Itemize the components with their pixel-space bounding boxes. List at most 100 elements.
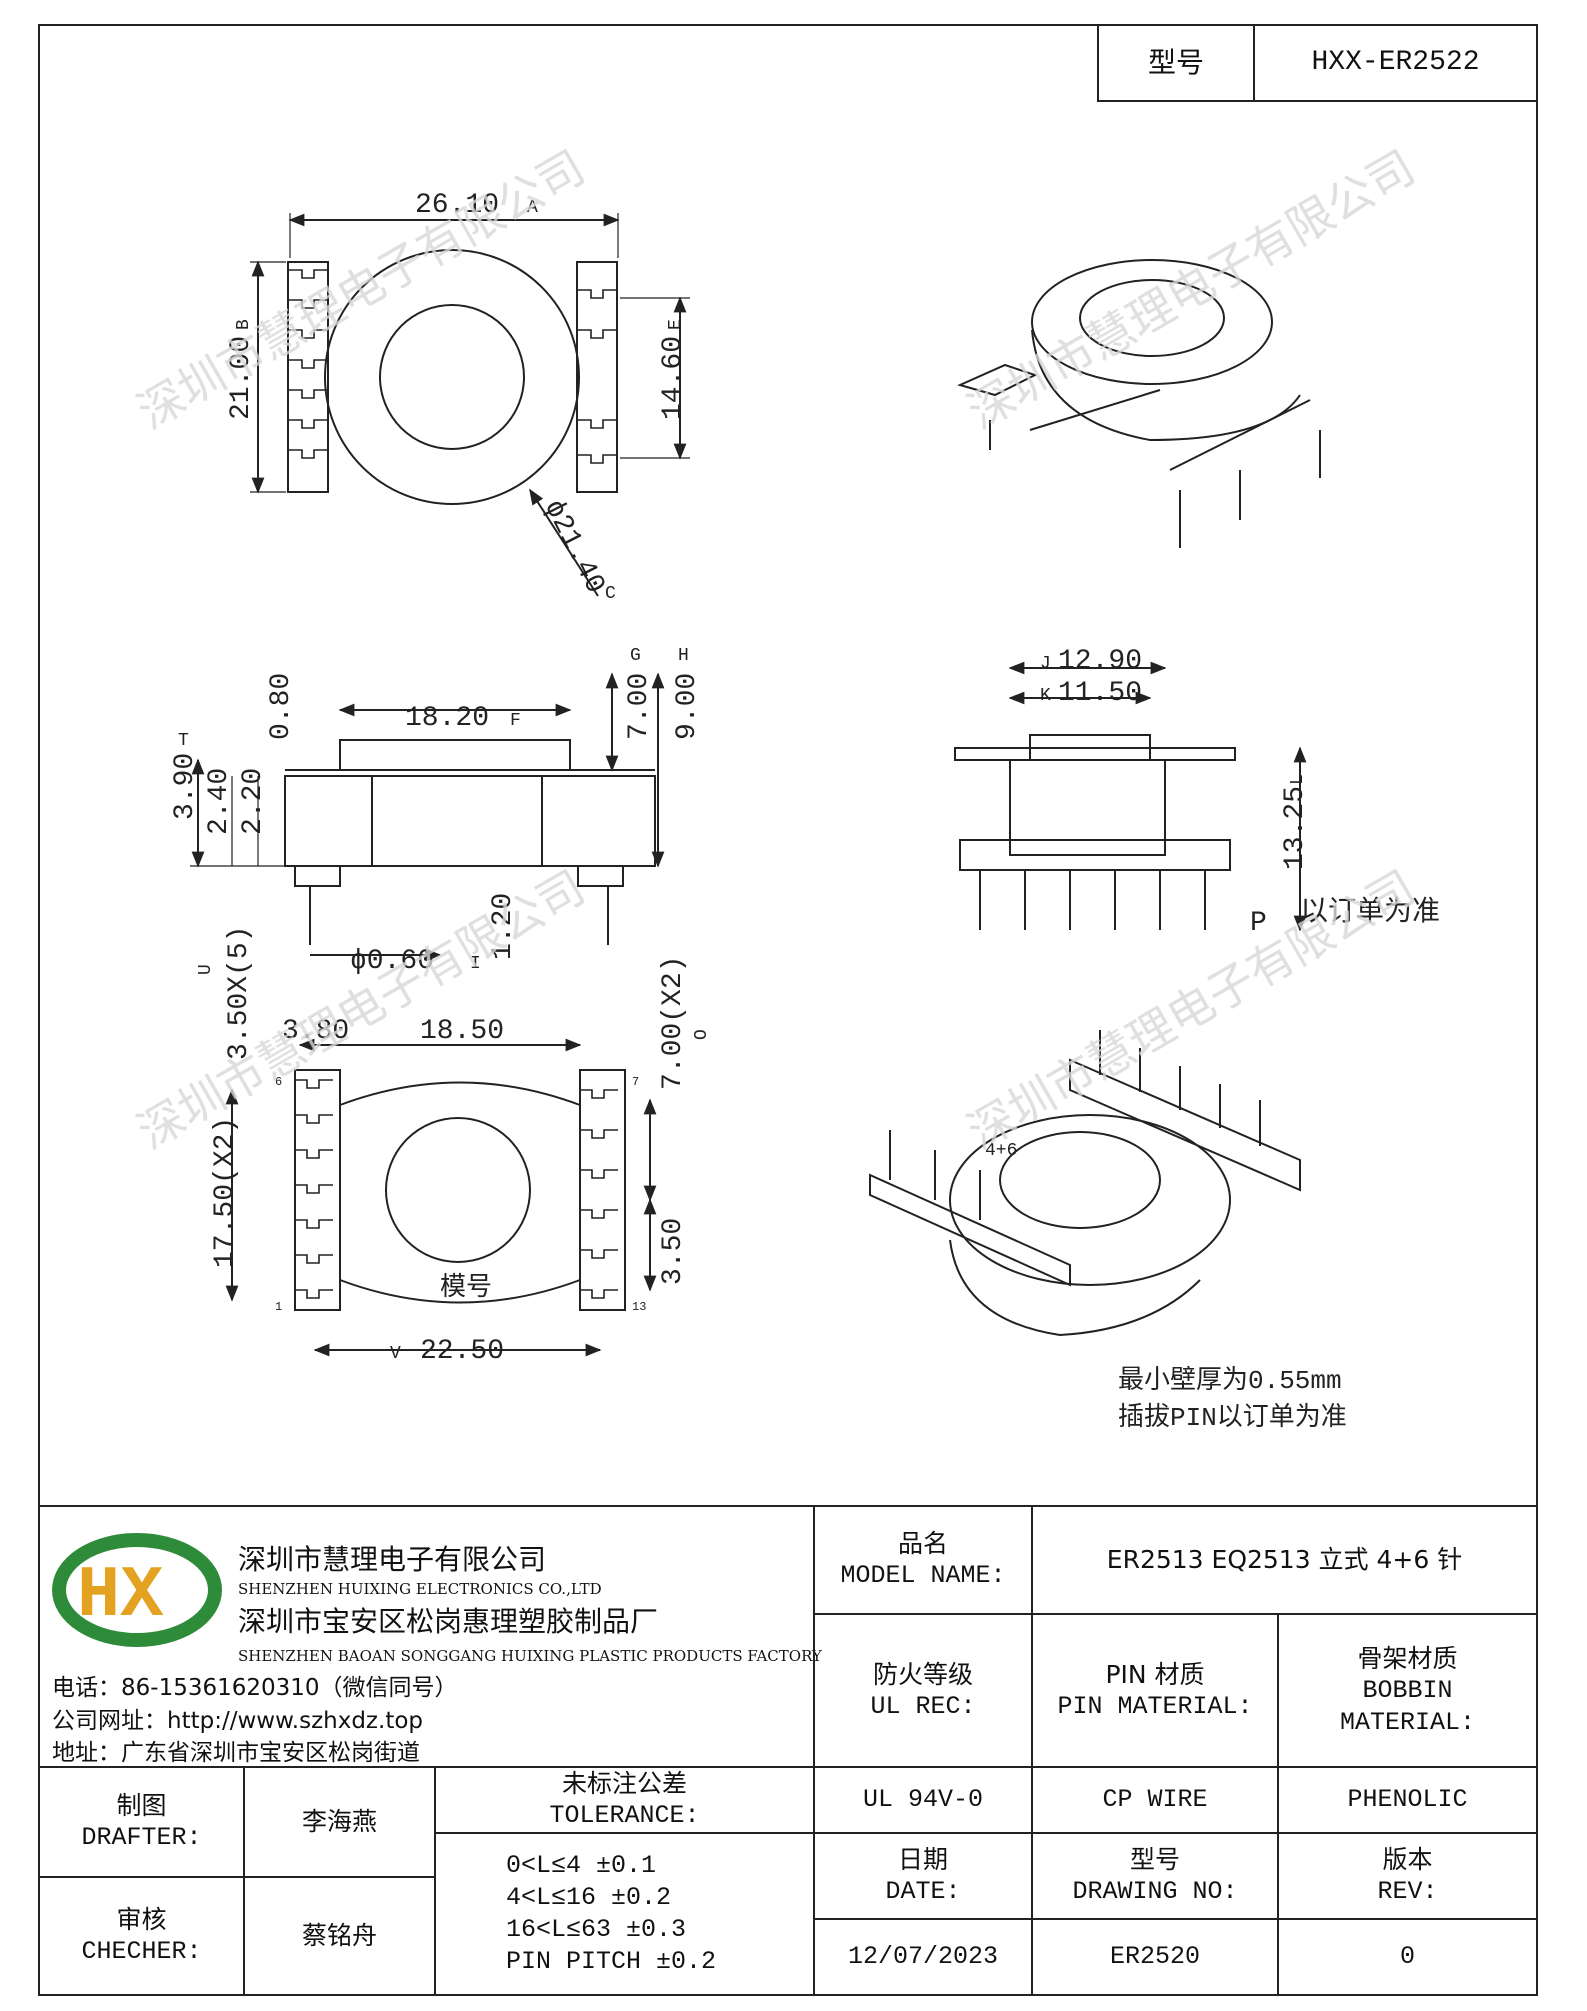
- company-name-cn: 深圳市慧理电子有限公司: [238, 1543, 547, 1576]
- date-label-en: DATE:: [885, 1877, 961, 1906]
- model-name-value-cell: ER2513 EQ2513 立式 4+6 针: [1031, 1505, 1538, 1615]
- rev-label-cn: 版本: [1382, 1845, 1433, 1874]
- technical-drawing: 26.10 A 21.00 B 14.60 E ϕ21.40 C 18.20 F…: [131, 143, 1441, 1433]
- checker-label-cell: 审核 CHECHER:: [38, 1876, 245, 1996]
- company-phone: 电话：86-15361620310（微信同号）: [52, 1675, 458, 1701]
- checker-label-cn: 审核: [116, 1905, 167, 1934]
- dim-E: 14.60: [658, 336, 689, 420]
- rev-value: 0: [1399, 1942, 1415, 1971]
- pin-1-label: 1: [275, 1300, 282, 1314]
- drawing-no-label-cell: 型号 DRAWING NO:: [1031, 1832, 1279, 1920]
- dim-C-mark: C: [605, 584, 616, 604]
- dim-120: 1.20: [488, 893, 519, 960]
- dim-F-mark: F: [510, 711, 521, 731]
- drafter-value-cell: 李海燕: [243, 1766, 436, 1878]
- rev-value-cell: 0: [1277, 1918, 1538, 1996]
- dim-I-mark: I: [470, 954, 481, 974]
- dim-O-mark: O: [692, 1029, 712, 1040]
- checker-value: 蔡铭舟: [301, 1921, 377, 1950]
- bobbin-material-label-cn: 骨架材质: [1357, 1643, 1458, 1673]
- pin-6-label: 6: [275, 1075, 282, 1089]
- dim-L-mark: L: [1288, 774, 1308, 785]
- bobbin-material-value: PHENOLIC: [1347, 1785, 1468, 1814]
- dim-U: 3.50X(5): [224, 926, 255, 1060]
- right-side-view: [954, 661, 1307, 932]
- title-block: [38, 1505, 1538, 1998]
- watermark: 深圳市慧理电子有限公司: [131, 863, 596, 1162]
- date-label-cell: 日期 DATE:: [813, 1832, 1033, 1920]
- dim-T-mark: T: [178, 731, 189, 751]
- dim-240: 2.40: [204, 768, 235, 835]
- model-name-label-cell: 品名 MODEL NAME:: [813, 1505, 1033, 1615]
- company-address: 地址：广东省深圳市宝安区松岗街道: [52, 1740, 420, 1766]
- note-line-1: 最小壁厚为0.55mm: [1118, 1365, 1342, 1396]
- rev-label-cell: 版本 REV:: [1277, 1832, 1538, 1920]
- dim-1850: 18.50: [420, 1016, 504, 1047]
- mold-label: 模号: [440, 1272, 492, 1303]
- dim-J-mark: J: [1040, 654, 1051, 674]
- dim-C: ϕ21.40: [537, 495, 610, 599]
- dim-V: 22.50: [420, 1336, 504, 1367]
- dim-G: 7.00: [624, 673, 655, 740]
- tolerance-label-cn: 未标注公差: [561, 1769, 687, 1798]
- logo-text: HX: [77, 1555, 164, 1637]
- tolerance-row: 0<L≤4 ±0.1: [506, 1851, 657, 1880]
- watermark: 深圳市慧理电子有限公司: [131, 143, 596, 442]
- bobbin-material-label-cell: 骨架材质 BOBBIN MATERIAL:: [1277, 1613, 1538, 1768]
- iso-view-bottom: [869, 1030, 1301, 1337]
- pin-material-value: CP WIRE: [1102, 1785, 1208, 1814]
- bobbin-material-value-cell: PHENOLIC: [1277, 1766, 1538, 1834]
- dim-H-mark: H: [678, 646, 689, 666]
- drawing-no-label-cn: 型号: [1129, 1845, 1180, 1874]
- date-value-cell: 12/07/2023: [813, 1918, 1033, 1996]
- dim-T: 3.90: [170, 753, 201, 820]
- watermark: 深圳市慧理电子有限公司: [961, 143, 1426, 442]
- fire-rating-label-cell: 防火等级 UL REC:: [813, 1613, 1033, 1768]
- pin-material-label-cn: PIN 材质: [1105, 1659, 1205, 1689]
- checker-value-cell: 蔡铭舟: [243, 1876, 436, 1996]
- dim-V-mark: V: [390, 1344, 401, 1364]
- dim-G-mark: G: [630, 646, 641, 666]
- dim-U-mark: U: [196, 964, 216, 975]
- drafter-label-cn: 制图: [116, 1791, 167, 1820]
- drawing-no-value: ER2520: [1109, 1942, 1200, 1971]
- drafter-label-cell: 制图 DRAFTER:: [38, 1766, 245, 1878]
- dim-K-mark: K: [1040, 686, 1051, 706]
- fire-rating-value-cell: UL 94V-0: [813, 1766, 1033, 1834]
- tolerance-row: 16<L≤63 ±0.3: [506, 1915, 687, 1944]
- dim-B-mark: B: [234, 319, 254, 330]
- company-website: 公司网址：http://www.szhxdz.top: [52, 1708, 424, 1734]
- date-label-cn: 日期: [897, 1845, 948, 1874]
- model-name-label-en: MODEL NAME:: [840, 1561, 1006, 1590]
- tolerance-values-cell: 0<L≤4 ±0.1 4<L≤16 ±0.2 16<L≤63 ±0.3 PIN …: [434, 1832, 815, 1996]
- dim-380: 3.80: [282, 1016, 349, 1047]
- pin-material-label-cell: PIN 材质 PIN MATERIAL:: [1031, 1613, 1279, 1768]
- drafter-label-en: DRAFTER:: [81, 1823, 202, 1852]
- dim-J: 12.90: [1058, 646, 1142, 677]
- top-view: [250, 213, 690, 597]
- drawing-no-value-cell: ER2520: [1031, 1918, 1279, 1996]
- dim-H: 9.00: [672, 673, 703, 740]
- dim-B: 21.00: [226, 336, 257, 420]
- bobbin-material-label-en2: MATERIAL:: [1339, 1707, 1476, 1737]
- dim-E-mark: E: [666, 319, 686, 330]
- iso-label: 4+6: [985, 1141, 1017, 1161]
- dim-1750: 17.50(X2): [210, 1117, 241, 1268]
- fire-rating-label-en: UL REC:: [870, 1691, 976, 1721]
- factory-name-en: SHENZHEN BAOAN SONGGANG HUIXING PLASTIC …: [238, 1647, 822, 1665]
- dim-F: 18.20: [405, 703, 489, 734]
- dim-350: 3.50: [658, 1218, 689, 1285]
- model-name-label-cn: 品名: [897, 1529, 948, 1558]
- factory-name-cn: 深圳市宝安区松岗惠理塑胶制品厂: [238, 1605, 659, 1638]
- watermark: 深圳市慧理电子有限公司: [961, 863, 1426, 1162]
- header-type-value-cell: HXX-ER2522: [1253, 24, 1538, 102]
- dim-I: ϕ0.60: [350, 946, 434, 977]
- pin-7-label: 7: [632, 1075, 639, 1089]
- tolerance-row: 4<L≤16 ±0.2: [506, 1883, 672, 1912]
- company-logo: HX: [52, 1530, 222, 1650]
- dim-A: 26.10: [415, 190, 499, 221]
- tolerance-row: PIN PITCH ±0.2: [506, 1947, 717, 1976]
- rev-label-en: REV:: [1377, 1877, 1438, 1906]
- pin-material-value-cell: CP WIRE: [1031, 1766, 1279, 1834]
- iso-view-top: [957, 259, 1321, 548]
